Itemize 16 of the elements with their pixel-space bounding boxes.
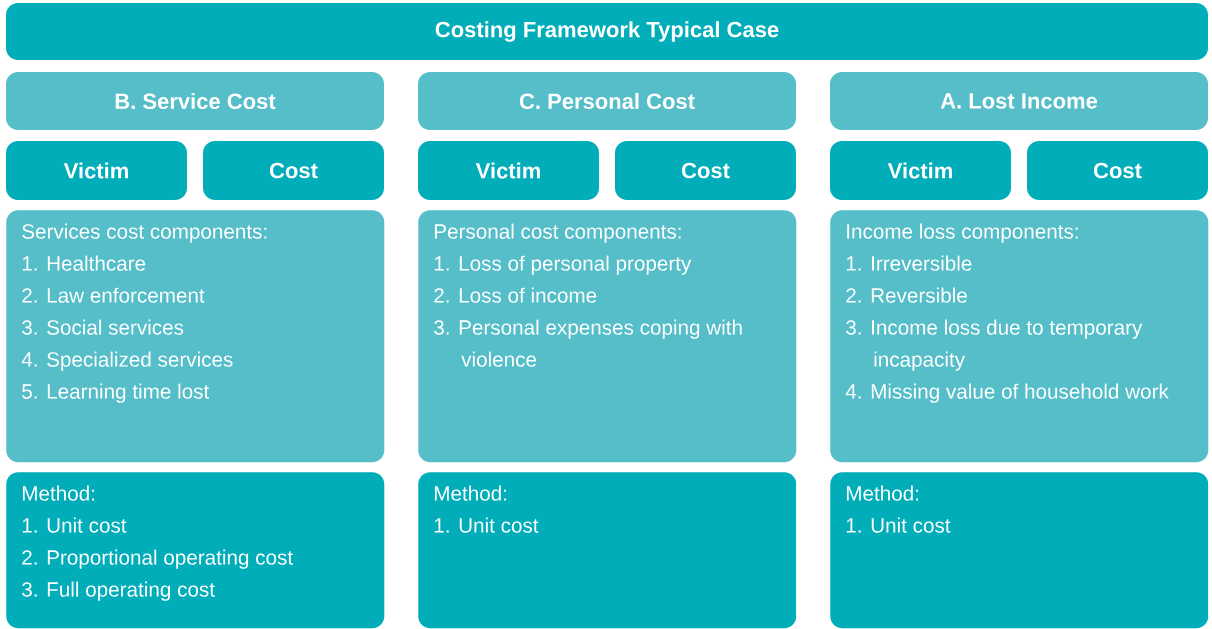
category-header: B. Service Cost — [6, 72, 384, 130]
column-label: Cost — [1027, 141, 1208, 200]
category-header: C. Personal Cost — [418, 72, 796, 130]
method-box: Method: 1. Unit cost 2. Proportional operating cost 3. Full operating cost — [6, 472, 385, 629]
category-header: A. Lost Income — [830, 72, 1208, 130]
title-bar: Costing Framework Typical Case — [6, 3, 1208, 60]
components-box: Income loss components: 1. Irreversible 2. Reversible 3. Income loss due to temporary incapacity 4. Missing value of household work — [830, 210, 1209, 463]
components-box: Personal cost components: 1. Loss of personal property 2. Loss of income 3. Personal expenses coping with violence — [418, 210, 797, 463]
method-box: Method: 1. Unit cost — [830, 472, 1209, 629]
column-label: Victim — [830, 141, 1011, 200]
column-label: Cost — [615, 141, 796, 200]
components-box: Services cost components: 1. Healthcare 2. Law enforcement 3. Social services 4. Specialized services 5. Learning time lost — [6, 210, 385, 463]
column-label: Victim — [418, 141, 599, 200]
method-box: Method: 1. Unit cost — [418, 472, 797, 629]
column-label: Cost — [203, 141, 384, 200]
column-label: Victim — [6, 141, 187, 200]
